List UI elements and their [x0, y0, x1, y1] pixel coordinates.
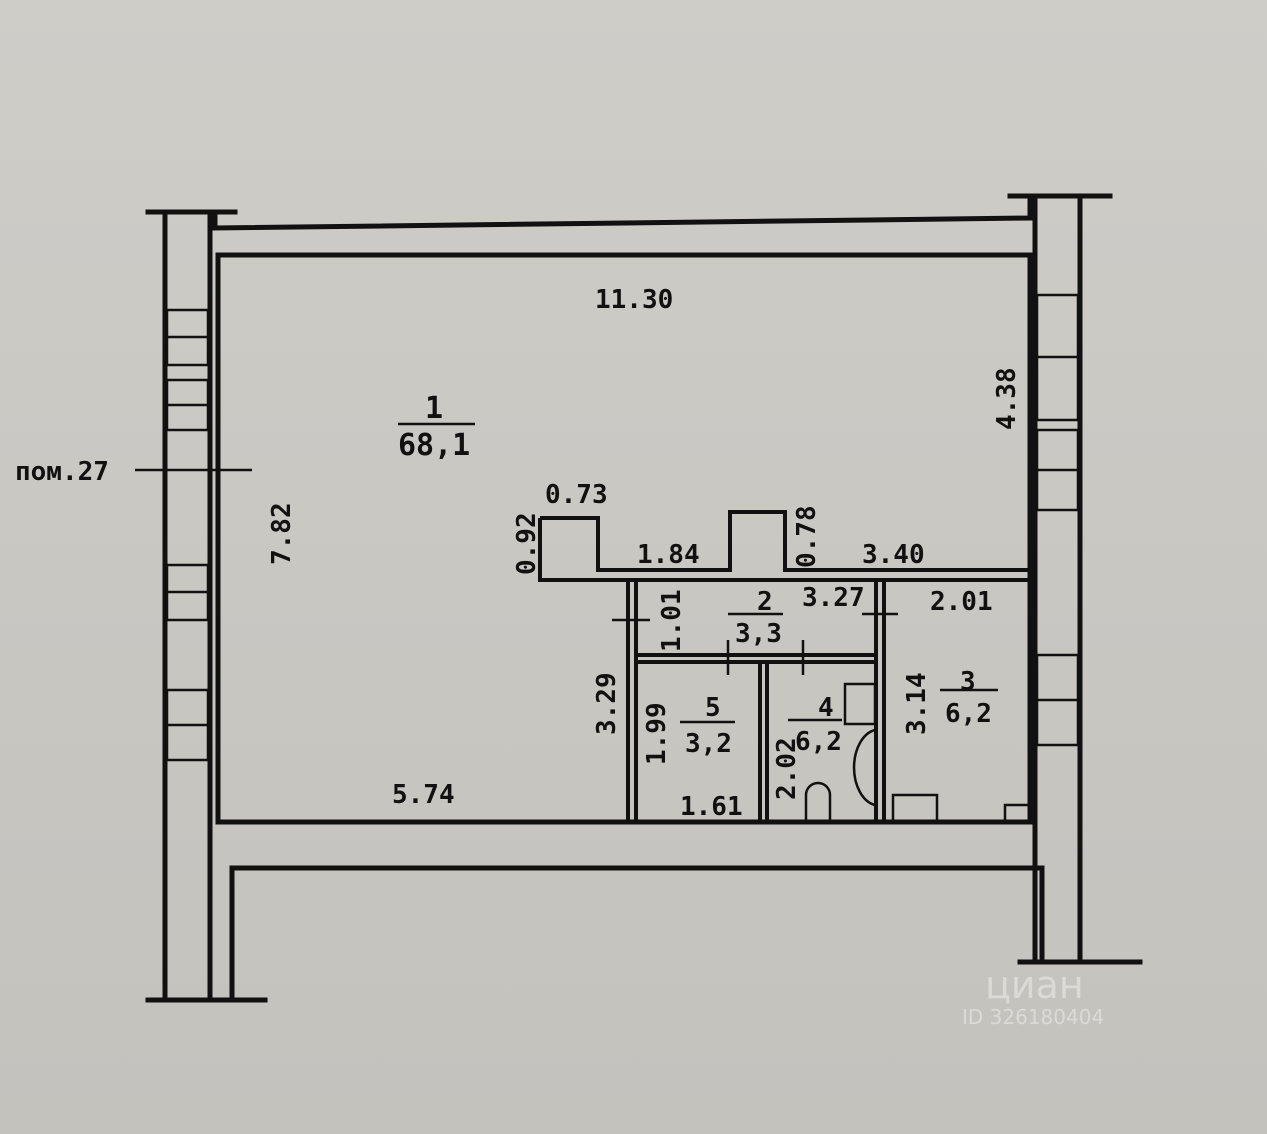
room-1-number: 1	[425, 391, 443, 426]
dim-room2-height: 1.01	[657, 589, 687, 652]
room-4-area: 6,2	[795, 727, 842, 757]
dim-pillar1-height: 0.92	[512, 512, 542, 575]
interior-partitions	[538, 510, 1030, 822]
toilet-icon	[804, 781, 832, 820]
dim-pillar1-width: 0.73	[545, 480, 608, 510]
room-2-area: 3,3	[735, 619, 782, 649]
dim-top-width: 11.30	[595, 285, 673, 315]
exterior-walls	[145, 193, 1143, 1003]
room-2-number: 2	[757, 587, 773, 617]
dim-room2-width: 3.27	[802, 583, 865, 613]
dim-room3-width: 2.01	[930, 587, 993, 617]
dim-right-segment: 3.40	[862, 540, 925, 570]
room-5-area: 3,2	[685, 729, 732, 759]
dim-room5-height: 1.99	[642, 702, 672, 765]
room-1-area: 68,1	[398, 428, 470, 463]
dim-room4-height: 2.02	[772, 737, 802, 800]
watermark: циан ID 326180404	[962, 963, 1104, 1029]
room-3-number: 3	[960, 667, 976, 697]
dim-room3-height: 3.14	[902, 672, 932, 735]
dim-room5-width: 1.61	[680, 792, 743, 822]
fixtures	[804, 682, 1032, 824]
bathtub-icon	[852, 728, 876, 807]
watermark-id: ID 326180404	[962, 1005, 1104, 1029]
dim-pillar2-height: 0.78	[792, 505, 822, 568]
neighbor-label: пом.27	[15, 457, 252, 487]
watermark-brand: циан	[985, 963, 1084, 1007]
dim-block-height: 3.29	[592, 672, 622, 735]
sink-icon	[843, 682, 877, 726]
room-3-area: 6,2	[945, 699, 992, 729]
stove-icon	[891, 793, 939, 824]
room-5-number: 5	[705, 693, 721, 723]
shaft-icon	[1003, 803, 1032, 824]
windows	[165, 293, 1080, 762]
room-1-outline	[215, 252, 1033, 825]
neighbor-room-label: пом.27	[15, 457, 109, 487]
dim-between-pillars: 1.84	[637, 540, 700, 570]
room-4-number: 4	[818, 693, 834, 723]
room-labels: 1 68,1 2 3,3 3 6,2 4 6,2 5 3,2	[398, 391, 998, 759]
dim-bottom-width: 5.74	[392, 780, 455, 810]
dimension-labels: 11.30 4.38 7.82 5.74 0.73 0.92 1.84 0.78…	[267, 285, 1022, 822]
dim-left-height: 7.82	[267, 502, 297, 565]
dim-right-height: 4.38	[992, 367, 1022, 430]
